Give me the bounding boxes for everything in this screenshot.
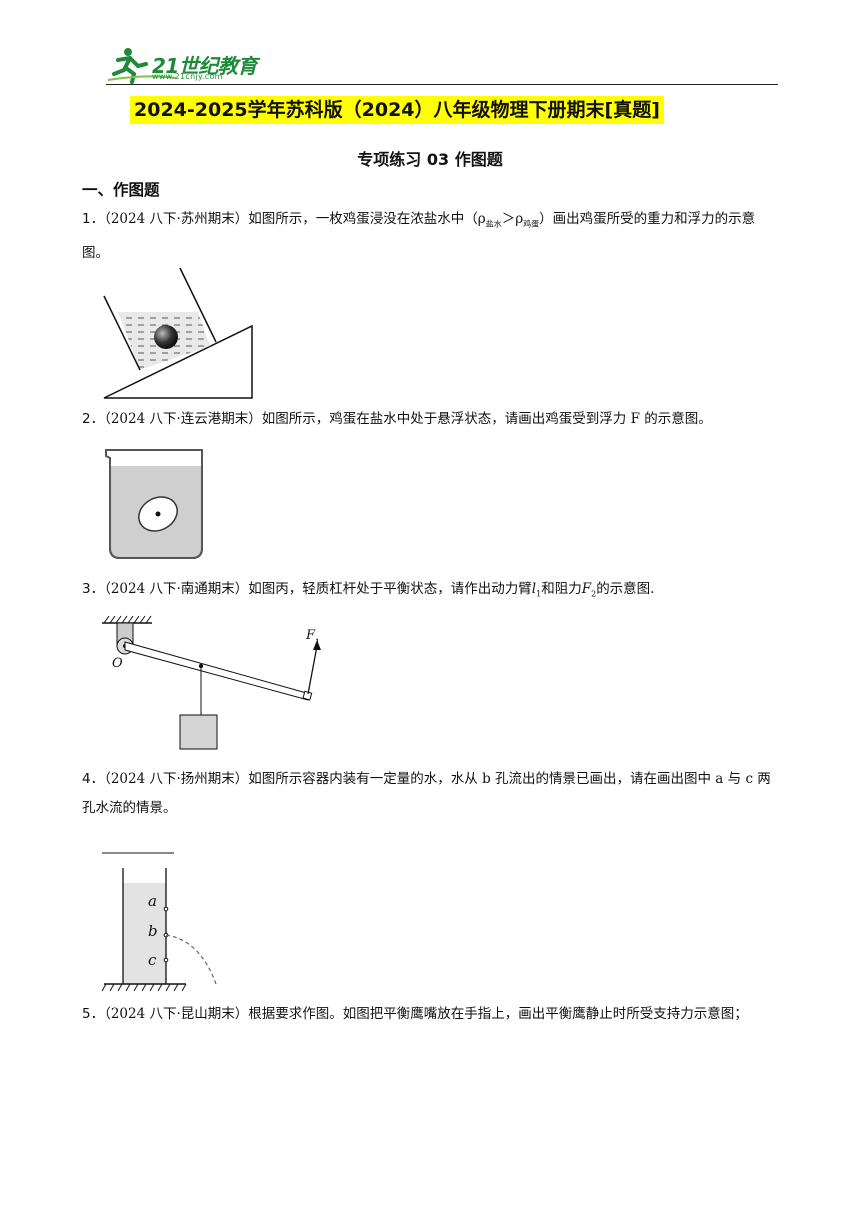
question-source: （2024 八下·扬州期末）	[104, 771, 249, 787]
figure-beaker-with-egg	[105, 449, 203, 559]
question-2: 2．（2024 八下·连云港期末）如图所示，鸡蛋在盐水中处于悬浮状态，请画出鸡蛋…	[82, 405, 782, 434]
question-text: 如图丙，轻质杠杆处于平衡状态，请作出动力臂	[248, 581, 532, 597]
logo-runner-icon	[107, 48, 177, 84]
question-text: 如图所示，鸡蛋在盐水中处于悬浮状态，请画出鸡蛋受到浮力 F 的示意图。	[261, 411, 712, 427]
subscript: 鸡蛋	[523, 219, 540, 229]
question-source: （2024 八下·苏州期末）	[104, 211, 249, 227]
hole-label-a: a	[148, 892, 157, 910]
subscript: 2	[591, 589, 597, 599]
math-f: F	[581, 581, 592, 597]
question-1: 1．（2024 八下·苏州期末）如图所示，一枚鸡蛋浸没在浓盐水中（ρ盐水＞ρ鸡蛋…	[82, 205, 782, 268]
question-number: 4．	[82, 771, 105, 787]
logo-url: www.21cnjy.com	[152, 72, 223, 81]
question-number: 3．	[82, 581, 105, 597]
question-text: 根据要求作图。如图把平衡鹰嘴放在手指上，画出平衡鹰静止时所受支持力示意图；	[248, 1006, 748, 1022]
hole-label-c: c	[148, 951, 157, 969]
page-title: 2024-2025学年苏科版（2024）八年级物理下册期末[真题]	[130, 96, 664, 124]
egg-ball	[154, 325, 178, 349]
page-subtitle: 专项练习 03 作图题	[357, 150, 503, 169]
question-number: 1．	[82, 211, 105, 227]
subscript: 1	[536, 589, 542, 599]
question-text: ）画出鸡蛋所受的重力和浮力的示意图。	[82, 211, 756, 261]
question-text: 的示意图.	[596, 581, 655, 597]
logo-text: 21世纪教育	[152, 54, 257, 78]
question-text: 如图所示容器内装有一定量的水，水从 b 孔流出的情景已画出，请在画出图中 a 与…	[82, 771, 771, 816]
hole-label-b: b	[148, 922, 158, 940]
question-5: 5．（2024 八下·昆山期末）根据要求作图。如图把平衡鹰嘴放在手指上，画出平衡…	[82, 1000, 782, 1029]
section-heading: 一、作图题	[82, 181, 160, 199]
question-text: ＞ρ	[501, 211, 524, 227]
question-source: （2024 八下·连云港期末）	[104, 411, 262, 427]
question-4: 4．（2024 八下·扬州期末）如图所示容器内装有一定量的水，水从 b 孔流出的…	[82, 765, 782, 823]
force-label-subscript: 1	[315, 638, 321, 647]
figure-egg-in-saltwater-on-incline	[103, 267, 253, 399]
subscript: 盐水	[485, 219, 502, 229]
force-label: F	[306, 628, 316, 643]
question-number: 5．	[82, 1006, 105, 1022]
header-divider	[106, 84, 778, 85]
question-text: 和阻力	[541, 581, 582, 597]
question-source: （2024 八下·昆山期末）	[104, 1006, 249, 1022]
question-source: （2024 八下·南通期末）	[104, 581, 249, 597]
water-stream-b	[165, 934, 217, 985]
question-3: 3．（2024 八下·南通期末）如图丙，轻质杠杆处于平衡状态，请作出动力臂l1和…	[82, 575, 782, 609]
figure-container-water-holes: a b c	[100, 848, 230, 996]
question-number: 2．	[82, 411, 105, 427]
pivot-label: O	[112, 656, 123, 671]
question-text: 如图所示，一枚鸡蛋浸没在浓盐水中（ρ	[248, 211, 486, 227]
math-l: l	[531, 581, 537, 597]
